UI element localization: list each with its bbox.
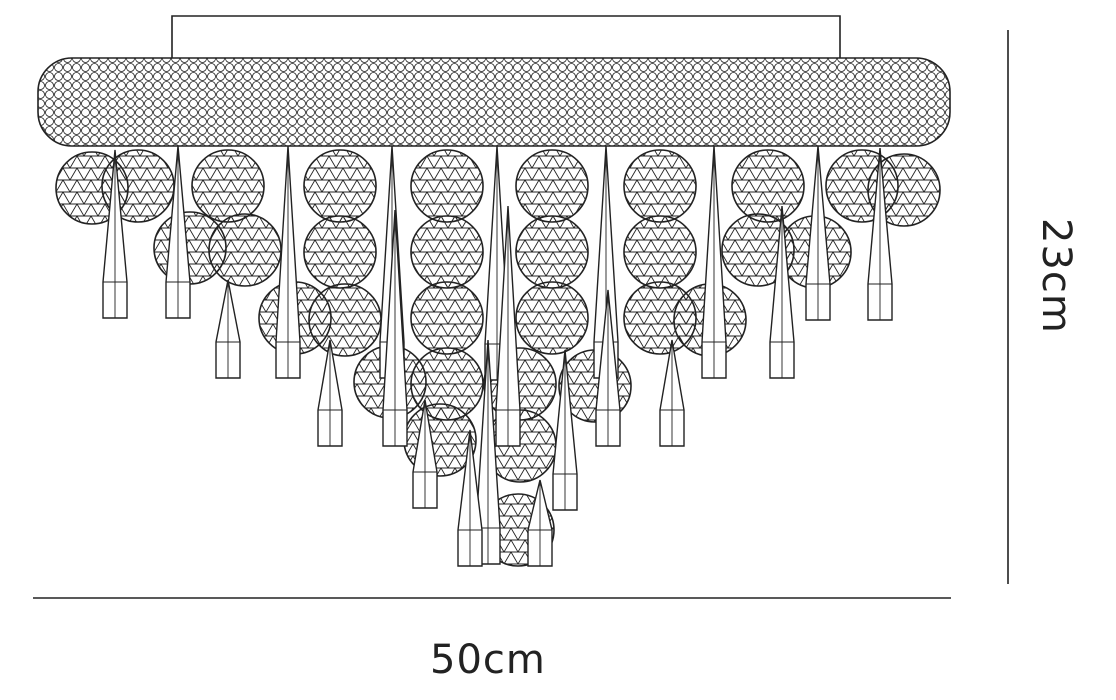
width-label: 50cm — [430, 637, 546, 683]
crystal-drop — [552, 349, 578, 511]
crystal-drop — [805, 145, 831, 321]
crystal-drops — [102, 145, 893, 567]
crystal-drop — [659, 339, 685, 447]
crystal-ball — [623, 149, 697, 223]
crystal-ball — [623, 215, 697, 289]
height-label: 23cm — [1033, 218, 1079, 334]
crystal-ball — [515, 149, 589, 223]
crystal-ball — [308, 283, 382, 357]
crystal-ball — [303, 215, 377, 289]
crystal-drop — [275, 145, 301, 379]
crystal-drop — [495, 205, 521, 447]
crystal-ball — [208, 213, 282, 287]
crystal-ball — [515, 281, 589, 355]
crystal-drop — [412, 399, 438, 509]
crystal-drop — [102, 149, 128, 319]
crystal-drop — [215, 279, 241, 379]
crystal-ball — [731, 149, 805, 223]
crystal-drop — [382, 209, 408, 447]
crystal-ball — [410, 149, 484, 223]
crystal-drop — [701, 145, 727, 379]
beaded-canopy — [37, 57, 951, 147]
crystal-ball — [410, 281, 484, 355]
crystal-drop — [595, 289, 621, 447]
crystal-ball — [191, 149, 265, 223]
crystal-drop — [457, 429, 483, 567]
crystal-drop — [317, 339, 343, 447]
crystal-drop — [769, 205, 795, 379]
crystal-drop — [165, 145, 191, 319]
crystal-ball — [515, 215, 589, 289]
crystal-ball — [410, 215, 484, 289]
crystal-ball — [867, 153, 941, 227]
crystal-ball — [303, 149, 377, 223]
mounting-bracket — [171, 15, 841, 58]
crystal-drop — [527, 479, 553, 567]
crystal-drop — [867, 147, 893, 321]
